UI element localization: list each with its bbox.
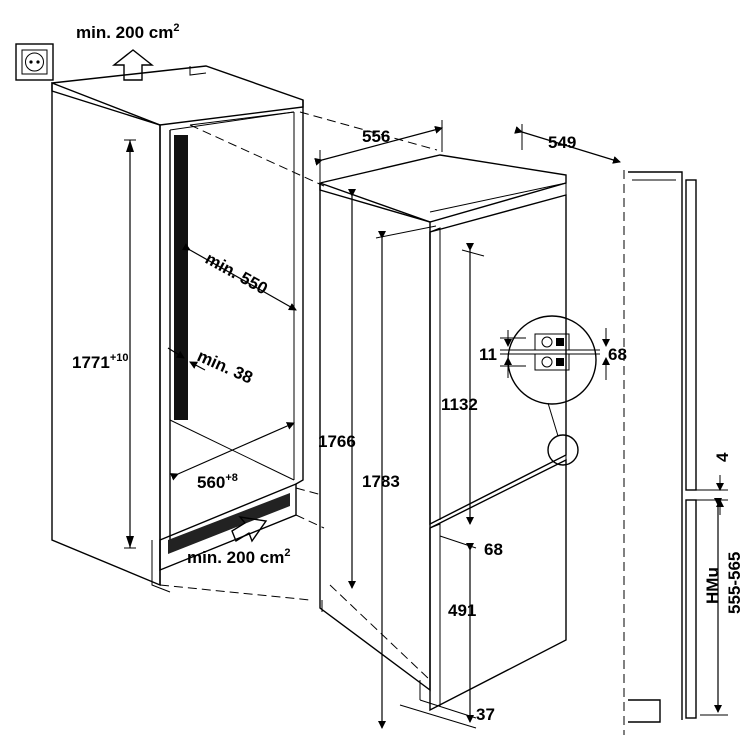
vent-gap-dimension [167, 347, 206, 371]
hinge-detail-callout [500, 315, 610, 466]
lower-door-height-label: 491 [448, 601, 476, 620]
upper-door-height-dimension [461, 243, 485, 525]
refrigerator-appliance [319, 154, 567, 712]
appliance-total-height-dimension [375, 225, 437, 729]
side-gap-label: 4 [713, 452, 732, 462]
top-vent-label: min. 200 cm2 [76, 22, 179, 42]
bottom-offset-dimension [399, 699, 477, 729]
bottom-offset-label: 37 [476, 705, 495, 724]
niche-height-dimension [124, 139, 136, 549]
niche-width-label: 560+8 [197, 472, 238, 492]
hinge-gap-right-label: 68 [608, 345, 627, 364]
niche-cabinet [51, 65, 304, 593]
appliance-width-dimension [314, 120, 443, 182]
lower-door-height-dimension [439, 535, 477, 723]
hmu-label: HMu [703, 567, 722, 604]
niche-depth-label: min. 550 [202, 249, 271, 299]
hmu-dimension [700, 498, 728, 716]
appliance-body-height-label: 1766 [318, 432, 356, 451]
bottom-vent-label: min. 200 cm2 [187, 547, 290, 567]
hmu-range-label: 555-565 [725, 552, 744, 614]
upper-door-height-label: 1132 [441, 395, 478, 414]
power-socket-icon [15, 43, 54, 81]
side-section-view [623, 170, 697, 735]
projection-lines [159, 111, 438, 681]
vent-gap-label: min. 38 [194, 346, 255, 387]
niche-depth-dimension [181, 243, 297, 311]
top-ventilation-arrow-icon [111, 49, 155, 81]
appliance-depth-dimension [514, 124, 621, 164]
door-offset-label: 68 [484, 540, 503, 559]
appliance-depth-label: 549 [548, 133, 576, 152]
appliance-total-height-label: 1783 [362, 472, 400, 491]
niche-height-label: 1771+10 [72, 352, 129, 372]
hinge-gap-left-label: 11 [479, 345, 497, 364]
bottom-ventilation-arrow-icon [231, 516, 268, 543]
niche-width-dimension [169, 422, 295, 481]
appliance-width-label: 556 [362, 127, 390, 146]
